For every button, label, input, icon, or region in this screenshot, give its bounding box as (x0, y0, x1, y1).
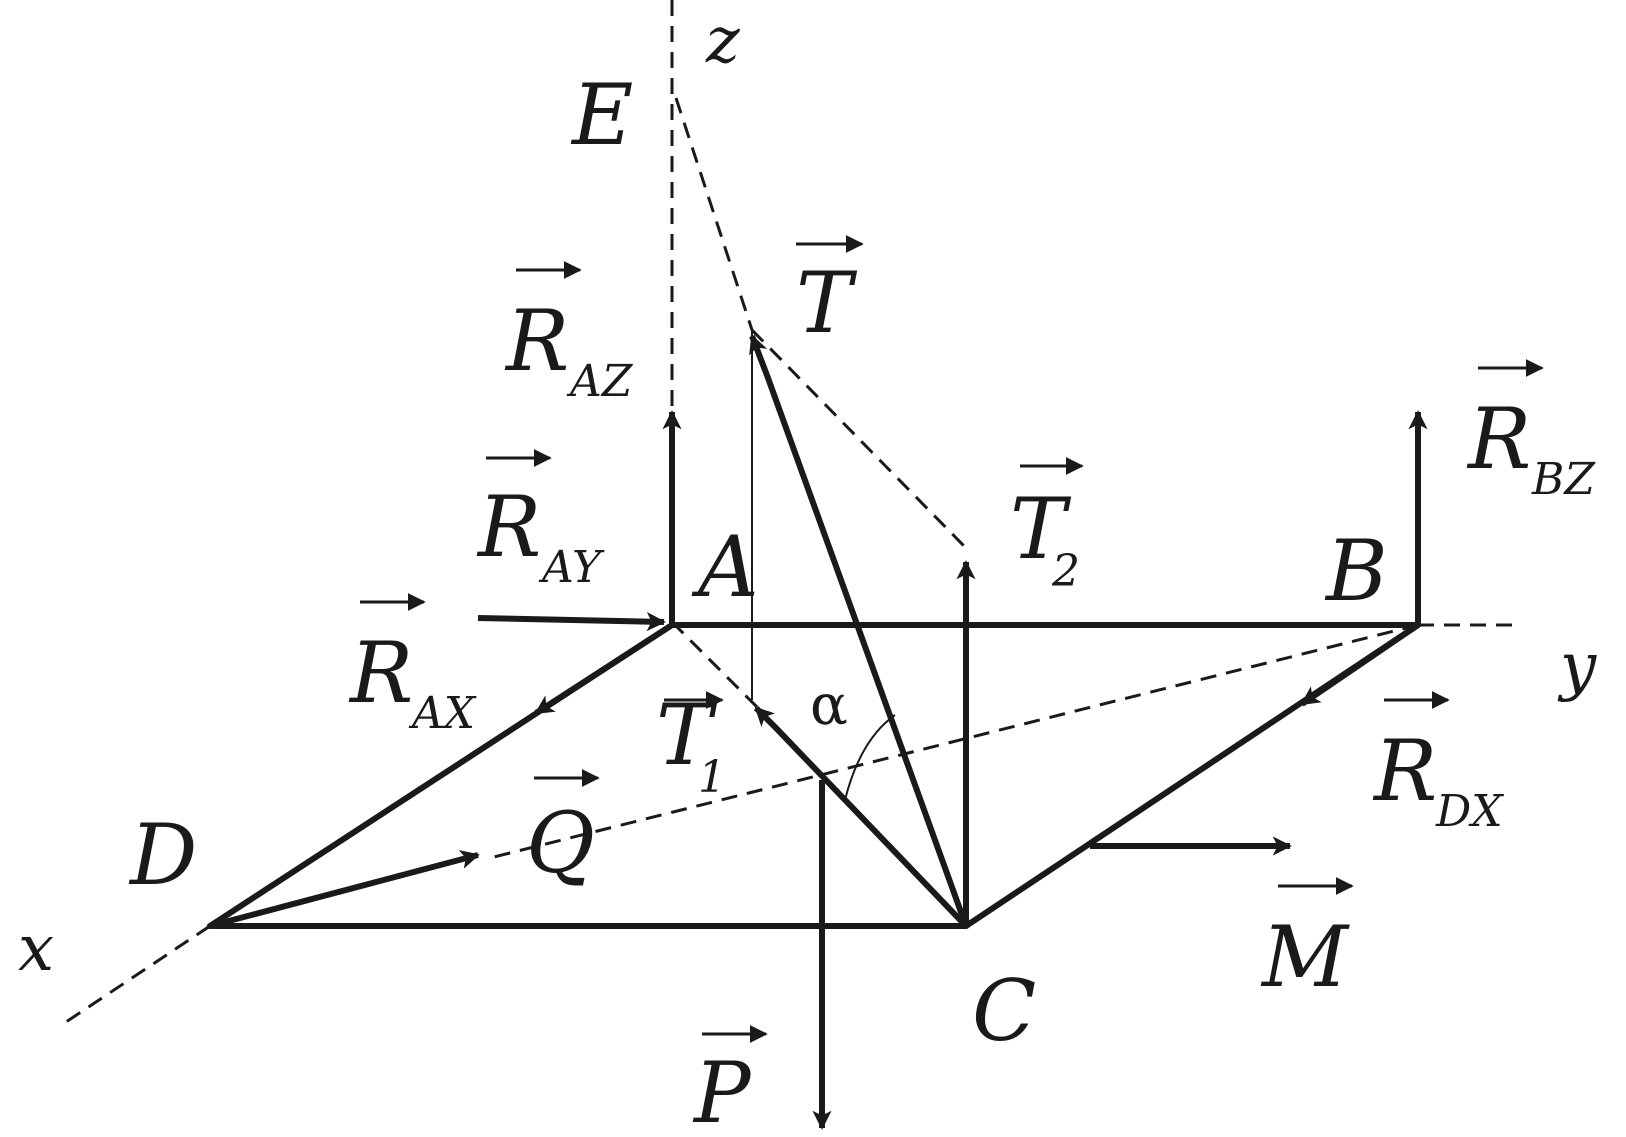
member-C-T1 (773, 725, 969, 929)
svg-text:R: R (504, 292, 569, 390)
force-RDX-arrow (1300, 622, 1420, 707)
force-Q-arrow (209, 850, 480, 929)
force-RAX-arrow (534, 622, 674, 716)
svg-text:DX: DX (1435, 786, 1504, 837)
svg-text:T: T (796, 254, 858, 352)
axis-label-y: y (1557, 630, 1597, 704)
svg-text:R: R (1372, 722, 1437, 820)
svg-text:R: R (476, 478, 541, 576)
label-T2: T 2 (1010, 457, 1084, 597)
cable-line-A-T1 (670, 620, 762, 712)
svg-text:2: 2 (1051, 546, 1080, 597)
label-Q: Q (526, 769, 600, 892)
x-axis-extension (65, 924, 211, 1024)
angle-label-alpha: α (810, 673, 848, 738)
point-label-A: A (691, 518, 759, 616)
svg-text:T: T (1010, 480, 1072, 578)
label-RAY: R AY (476, 449, 605, 593)
point-label-C: C (972, 962, 1036, 1060)
svg-text:BZ: BZ (1531, 454, 1596, 505)
force-T-arrow (749, 334, 771, 380)
axis-label-x: x (18, 912, 54, 986)
svg-text:Q: Q (526, 794, 595, 892)
svg-text:M: M (1260, 908, 1350, 1006)
label-RAZ: R AZ (504, 261, 634, 407)
label-RBZ: R BZ (1466, 359, 1596, 505)
svg-text:P: P (692, 1044, 752, 1137)
line-B-Q (489, 623, 1419, 860)
svg-text:R: R (1466, 390, 1531, 488)
angle-alpha-arc (844, 714, 896, 801)
force-T1-arrow (753, 705, 779, 731)
svg-text:AX: AX (408, 688, 477, 739)
cable-line-T-T2 (750, 328, 968, 550)
point-label-B: B (1324, 522, 1388, 620)
member-CT (765, 375, 969, 929)
label-M: M (1260, 877, 1354, 1006)
label-T1: T 1 (656, 686, 726, 803)
svg-text:T: T (656, 686, 718, 784)
svg-text:AY: AY (538, 542, 605, 593)
label-RDX: R DX (1372, 691, 1504, 837)
label-RAX: R AX (348, 593, 477, 739)
cable-line-ET (674, 97, 754, 331)
svg-text:AZ: AZ (566, 356, 634, 407)
force-RAY-arrow (477, 612, 666, 632)
svg-text:1: 1 (698, 752, 726, 803)
svg-text:R: R (348, 624, 413, 722)
label-P: P (692, 1025, 768, 1137)
label-T: T (796, 235, 864, 352)
axis-label-z: z (705, 4, 741, 78)
point-label-D: D (128, 806, 197, 904)
point-label-E: E (570, 66, 633, 164)
